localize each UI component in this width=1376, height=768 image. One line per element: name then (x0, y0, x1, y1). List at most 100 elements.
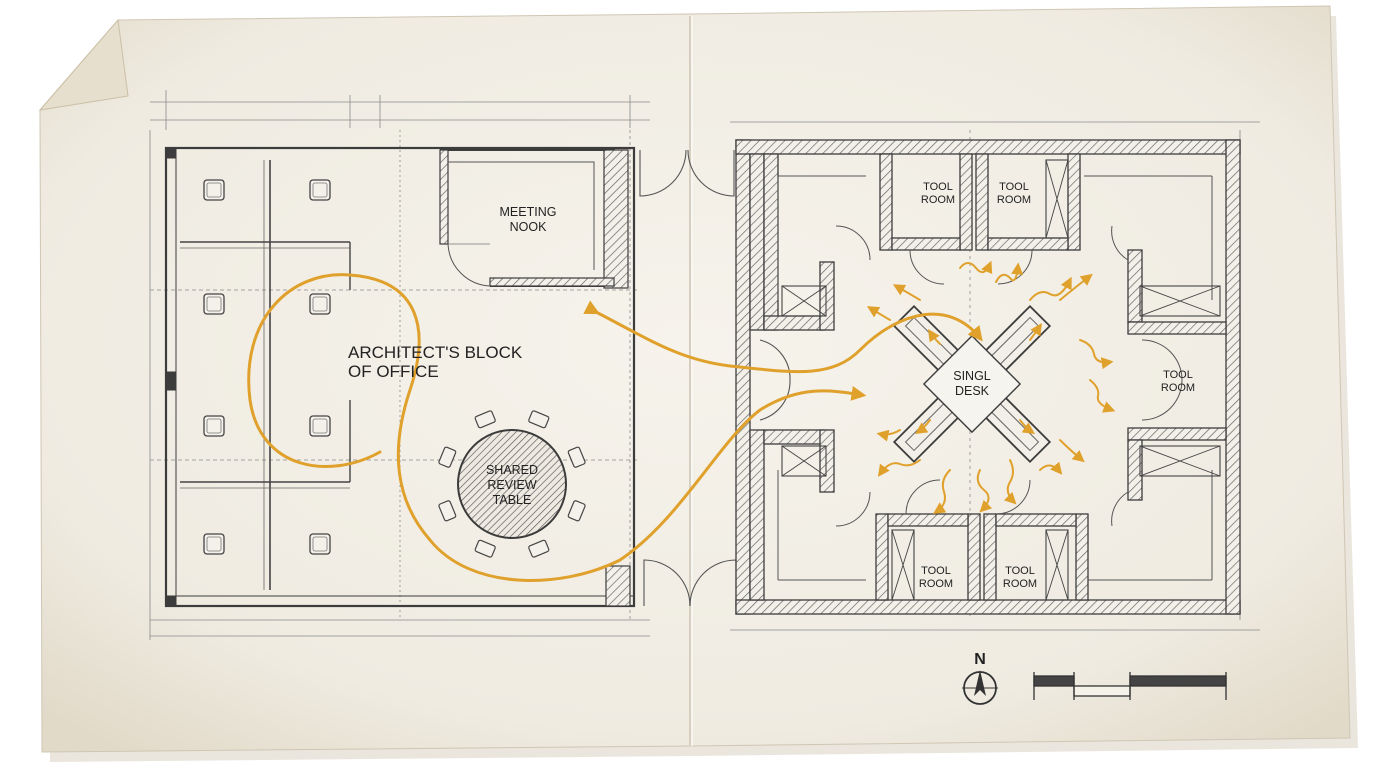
wall-segment (875, 513, 889, 601)
tool-room-3-line1: TOOL (1163, 369, 1193, 381)
review-table-label-line2: REVIEW (487, 478, 537, 492)
wall-segment (1075, 513, 1089, 601)
door-swing (995, 479, 1031, 515)
wall-segment (749, 429, 765, 601)
table-chair-icon (567, 500, 586, 522)
chair-seat (312, 296, 328, 312)
chair-seat (312, 536, 328, 552)
wall-segment (967, 513, 981, 601)
center-doorways (605, 149, 791, 607)
north-label: N (974, 651, 986, 668)
activity-arrow (1059, 439, 1085, 463)
storage-box (1045, 159, 1069, 239)
door-swing (1141, 339, 1183, 421)
door-swing (909, 249, 945, 285)
chair-icon (203, 415, 225, 437)
storage-box (1139, 285, 1221, 317)
architects-block-label-line2: OF OFFICE (348, 362, 439, 381)
chair-icon (203, 179, 225, 201)
activity-arrows (866, 260, 1116, 514)
tool-room-4-line1: TOOL (921, 565, 951, 577)
architects-block-label-line1: ARCHITECT'S BLOCK (348, 343, 523, 362)
wall-segment (763, 315, 825, 331)
wall-segment (983, 513, 997, 601)
chair-seat (206, 182, 222, 198)
shared-review-table (438, 410, 586, 558)
table-chair-icon (528, 539, 550, 558)
table-chair-icon (438, 446, 457, 468)
activity-arrow (1029, 323, 1042, 341)
wall-segment (975, 153, 989, 251)
meeting-nook-room (439, 149, 629, 289)
activity-arrow (1059, 273, 1093, 301)
wall-segment (1225, 139, 1241, 615)
single-desk-label-line2: DESK (955, 384, 990, 398)
activity-arrow (1029, 276, 1072, 301)
activity-arrow (1039, 461, 1063, 475)
storage-cross (1045, 159, 1069, 239)
storage-box (781, 445, 827, 477)
right-workshop-block (735, 139, 1241, 615)
wall-segment (1067, 153, 1081, 251)
chair-seat (206, 418, 222, 434)
door-swing (1111, 491, 1129, 527)
door-swing (1111, 225, 1129, 261)
wall-segment (735, 139, 751, 615)
wall-segment (879, 153, 893, 251)
activity-arrow (1019, 419, 1035, 434)
tool-room-1-line2: ROOM (921, 194, 955, 206)
wall-segment (995, 513, 1077, 527)
activity-arrow (995, 262, 1024, 283)
circulation-flow-path (247, 273, 983, 582)
storage-cross (891, 529, 915, 601)
table-chair-icon (528, 410, 550, 429)
activity-arrow (877, 459, 921, 477)
door-swing (905, 479, 941, 515)
activity-arrow (1003, 459, 1017, 505)
storage-cross (1139, 445, 1221, 477)
tool-room-1-line1: TOOL (923, 181, 953, 193)
storage-cross (1045, 529, 1069, 601)
scale-bar (1033, 672, 1227, 700)
wall-segment (763, 153, 779, 331)
storage-box (1139, 445, 1221, 477)
tool-room-5-line2: ROOM (1003, 578, 1037, 590)
cubicle-cluster (180, 160, 351, 590)
wall-segment (749, 153, 765, 331)
chair-seat (206, 296, 222, 312)
meeting-nook-label-line1: MEETING (500, 205, 557, 219)
chair-icon (309, 179, 331, 201)
table-chair-icon (438, 500, 457, 522)
table-chair-icon (474, 410, 496, 429)
paper-sheet (38, 5, 1358, 762)
wall-segment (763, 429, 825, 445)
chair-icon (203, 533, 225, 555)
wall-segment (987, 237, 1069, 251)
wall-segment (735, 599, 1241, 615)
tool-room-4-line2: ROOM (919, 578, 953, 590)
wall-segment (1127, 439, 1143, 501)
wall-segment (735, 139, 1241, 155)
chair-seat (206, 536, 222, 552)
wall-segment (891, 237, 961, 251)
single-desk-cross (892, 304, 1052, 464)
activity-arrow (1089, 379, 1116, 413)
activity-arrow (928, 329, 941, 345)
left-office-walls (164, 146, 636, 608)
activity-arrow (1079, 339, 1114, 370)
review-table-label-line3: TABLE (493, 493, 532, 507)
tool-room-2-line1: TOOL (999, 181, 1029, 193)
storage-cross (1139, 285, 1221, 317)
activity-arrow (976, 469, 993, 513)
activity-arrow (876, 429, 901, 442)
table-chair-icon (474, 539, 496, 558)
single-desk-label-line1: SINGL (953, 369, 991, 383)
tool-room-3-line2: ROOM (1161, 382, 1195, 394)
review-table-label-line1: SHARED (486, 463, 538, 477)
door-swing (835, 491, 871, 527)
table-chair-icon (567, 446, 586, 468)
chair-seat (312, 418, 328, 434)
wall-segment (819, 429, 835, 493)
storage-box (891, 529, 915, 601)
